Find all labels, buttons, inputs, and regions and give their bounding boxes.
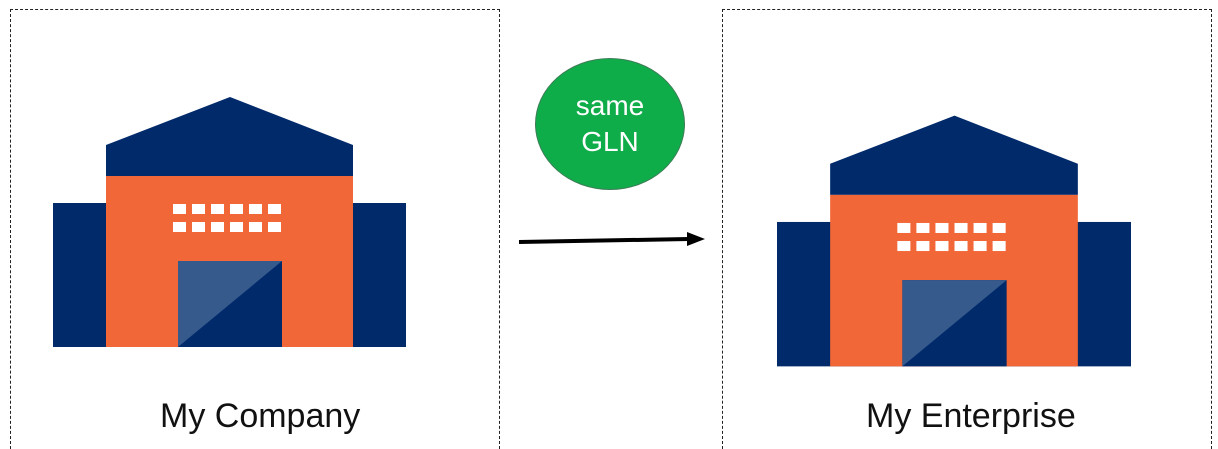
my-enterprise-label: My Enterprise [866, 397, 1076, 435]
badge-line-1: same [575, 90, 645, 121]
my-company-label: My Company [160, 397, 361, 435]
my-enterprise-box [722, 9, 1212, 449]
badge-line-2: GLN [581, 126, 639, 157]
arrow-right-icon [518, 232, 705, 246]
warehouse-icon [777, 103, 1131, 371]
my-company-box [10, 9, 500, 449]
warehouse-icon [53, 89, 406, 347]
same-gln-badge: same GLN [535, 58, 685, 190]
